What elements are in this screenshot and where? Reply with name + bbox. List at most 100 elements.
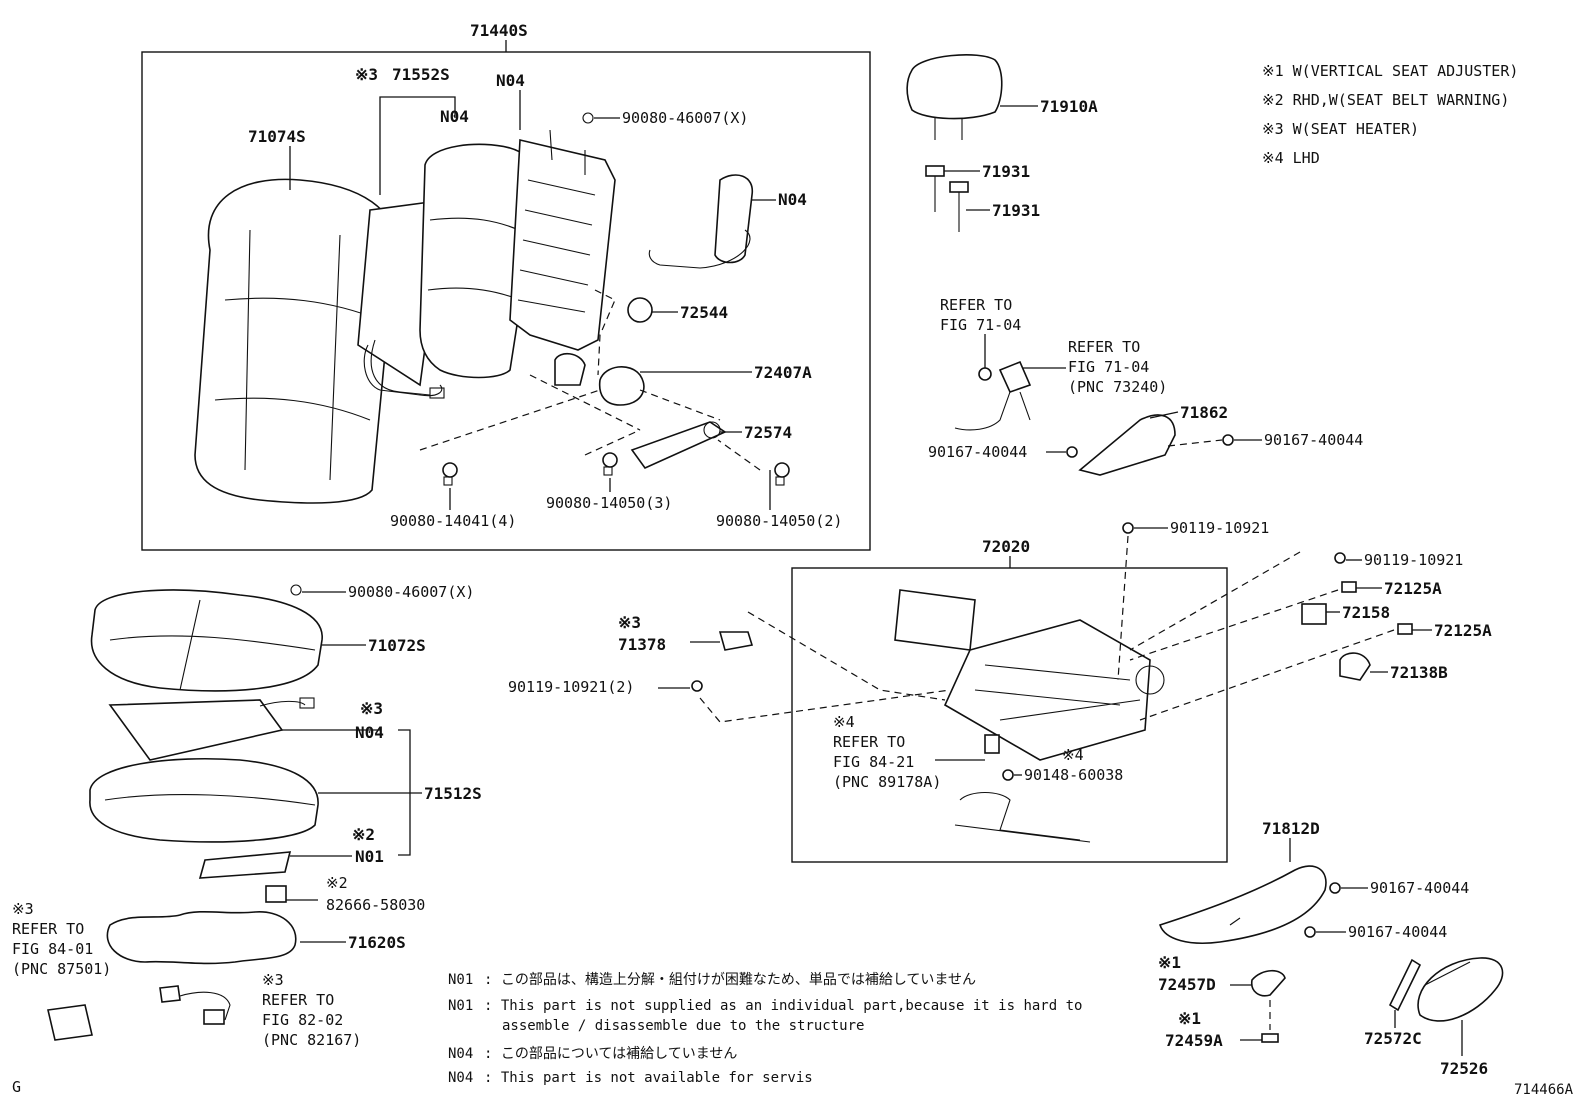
seat-heater-part[interactable] [108,699,284,761]
part-label[interactable]: 71862 [1180,403,1228,422]
part-label: ※3 [360,699,383,718]
side-airbag-part[interactable] [714,174,753,264]
part-label[interactable]: 72407A [754,363,812,382]
part-label[interactable]: 71440S [470,21,528,40]
part-label[interactable]: 71074S [248,127,306,146]
seat-cushion-pad-part[interactable] [89,757,319,843]
cover-part[interactable] [1339,652,1371,681]
clip-part[interactable] [1397,623,1413,635]
part-label: ※3 [262,971,284,989]
sensor-part[interactable] [984,734,1000,754]
part-label[interactable]: N04 [496,71,525,90]
part-label[interactable]: N04 [440,107,469,126]
bolt-part[interactable] [1334,552,1346,564]
part-label[interactable]: 72158 [1342,603,1390,622]
part-label[interactable]: 71931 [982,162,1030,181]
buckle-switch-part[interactable] [998,360,1032,393]
connector-part[interactable] [159,985,181,1003]
part-label[interactable]: 90119-10921 [1364,551,1463,569]
part-label[interactable]: 72574 [744,423,792,442]
seatback-frame-part[interactable] [509,139,616,351]
legend-item: ※2 RHD,W(SEAT BELT WARNING) [1262,91,1509,109]
recliner-cover-part[interactable] [627,297,653,323]
legend-item: ※3 W(SEAT HEATER) [1262,120,1419,138]
part-label[interactable]: 90167-40044 [1264,431,1363,449]
headrest-part[interactable] [906,54,1003,120]
part-label[interactable]: 72138B [1390,663,1448,682]
screw-part[interactable] [1222,434,1234,446]
reference-note: (PNC 82167) [262,1031,361,1049]
bolt-part[interactable] [1002,769,1014,781]
sensor-connector-part[interactable] [265,885,287,903]
bolt-part[interactable] [1122,522,1134,534]
headrest-support-part[interactable] [949,181,969,232]
bolt-part[interactable] [774,462,790,486]
clip-part[interactable] [978,367,992,381]
recliner-lever-part[interactable] [1417,957,1504,1022]
reference-note: REFER TO [262,991,334,1009]
seat-spring-part[interactable] [106,910,297,965]
part-label[interactable]: 72125A [1434,621,1492,640]
part-label[interactable]: 72020 [982,537,1030,556]
part-label[interactable]: 90119-10921(2) [508,678,634,696]
part-label[interactable]: 71620S [348,933,406,952]
reference-note: FIG 82-02 [262,1011,343,1029]
screw-part[interactable] [1066,446,1078,458]
reference-note: (PNC 89178A) [833,773,941,791]
part-label[interactable]: 71812D [1262,819,1320,838]
part-label[interactable]: 90148-60038 [1024,766,1123,784]
part-label[interactable]: 90119-10921 [1170,519,1269,537]
screw-part[interactable] [1329,882,1341,894]
part-label: ※3 [12,900,34,918]
part-label[interactable]: 72459A [1165,1031,1223,1050]
part-label[interactable]: 90080-14050(3) [546,494,672,512]
part-label[interactable]: 72572C [1364,1029,1422,1048]
recliner-lower-part[interactable] [554,352,586,386]
clip-part[interactable] [1261,1033,1279,1043]
part-label[interactable]: 90080-46007(X) [348,583,474,601]
belt-warning-sensor-part[interactable] [198,851,292,879]
part-label[interactable]: 71552S [392,65,450,84]
part-label[interactable]: 71072S [368,636,426,655]
headrest-support-part[interactable] [925,165,945,212]
part-label[interactable]: 90167-40044 [928,443,1027,461]
seat-adjuster-frame-part[interactable] [943,619,1151,761]
part-label[interactable]: 71910A [1040,97,1098,116]
part-label[interactable]: 71931 [992,201,1040,220]
part-label[interactable]: 90080-46007(X) [622,109,748,127]
clip-part[interactable] [1341,581,1357,593]
part-label[interactable]: N04 [355,723,384,742]
part-label[interactable]: 90080-14041(4) [390,512,516,530]
part-label[interactable]: N04 [778,190,807,209]
bracket-part[interactable] [718,631,754,651]
bolt-part[interactable] [691,680,703,692]
part-label: ※2 [326,874,348,892]
part-label[interactable]: 72526 [1440,1059,1488,1078]
part-label[interactable]: N01 [355,847,384,866]
part-label[interactable]: 72457D [1158,975,1216,994]
recliner-part[interactable] [598,366,645,406]
reference-note: FIG 71-04 [940,316,1021,334]
seat-cushion-cover-part[interactable] [90,589,323,692]
seat-belt-cover-part[interactable] [1078,414,1176,476]
bolt-part[interactable] [602,452,618,476]
knob-part[interactable] [1250,969,1286,997]
part-label[interactable]: 72125A [1384,579,1442,598]
module-part[interactable] [47,1004,93,1041]
connector-part[interactable] [203,1009,225,1025]
side-cover-part[interactable] [1158,865,1327,944]
part-label[interactable]: 90167-40044 [1348,923,1447,941]
part-label[interactable]: 90080-14050(2) [716,512,842,530]
recliner-lever-bracket-part[interactable] [1388,958,1422,1012]
part-label[interactable]: 71378 [618,635,666,654]
part-label[interactable]: 72544 [680,303,728,322]
bolt-part[interactable] [442,462,458,486]
part-label[interactable]: 82666-58030 [326,896,425,914]
screw-part[interactable] [1304,926,1316,938]
seat-motor-part[interactable] [894,589,976,651]
recliner-hinge-part[interactable] [630,421,727,469]
cover-part[interactable] [1301,603,1327,625]
part-label[interactable]: 90167-40044 [1370,879,1469,897]
note-code: N01 [448,998,473,1014]
part-label[interactable]: 71512S [424,784,482,803]
